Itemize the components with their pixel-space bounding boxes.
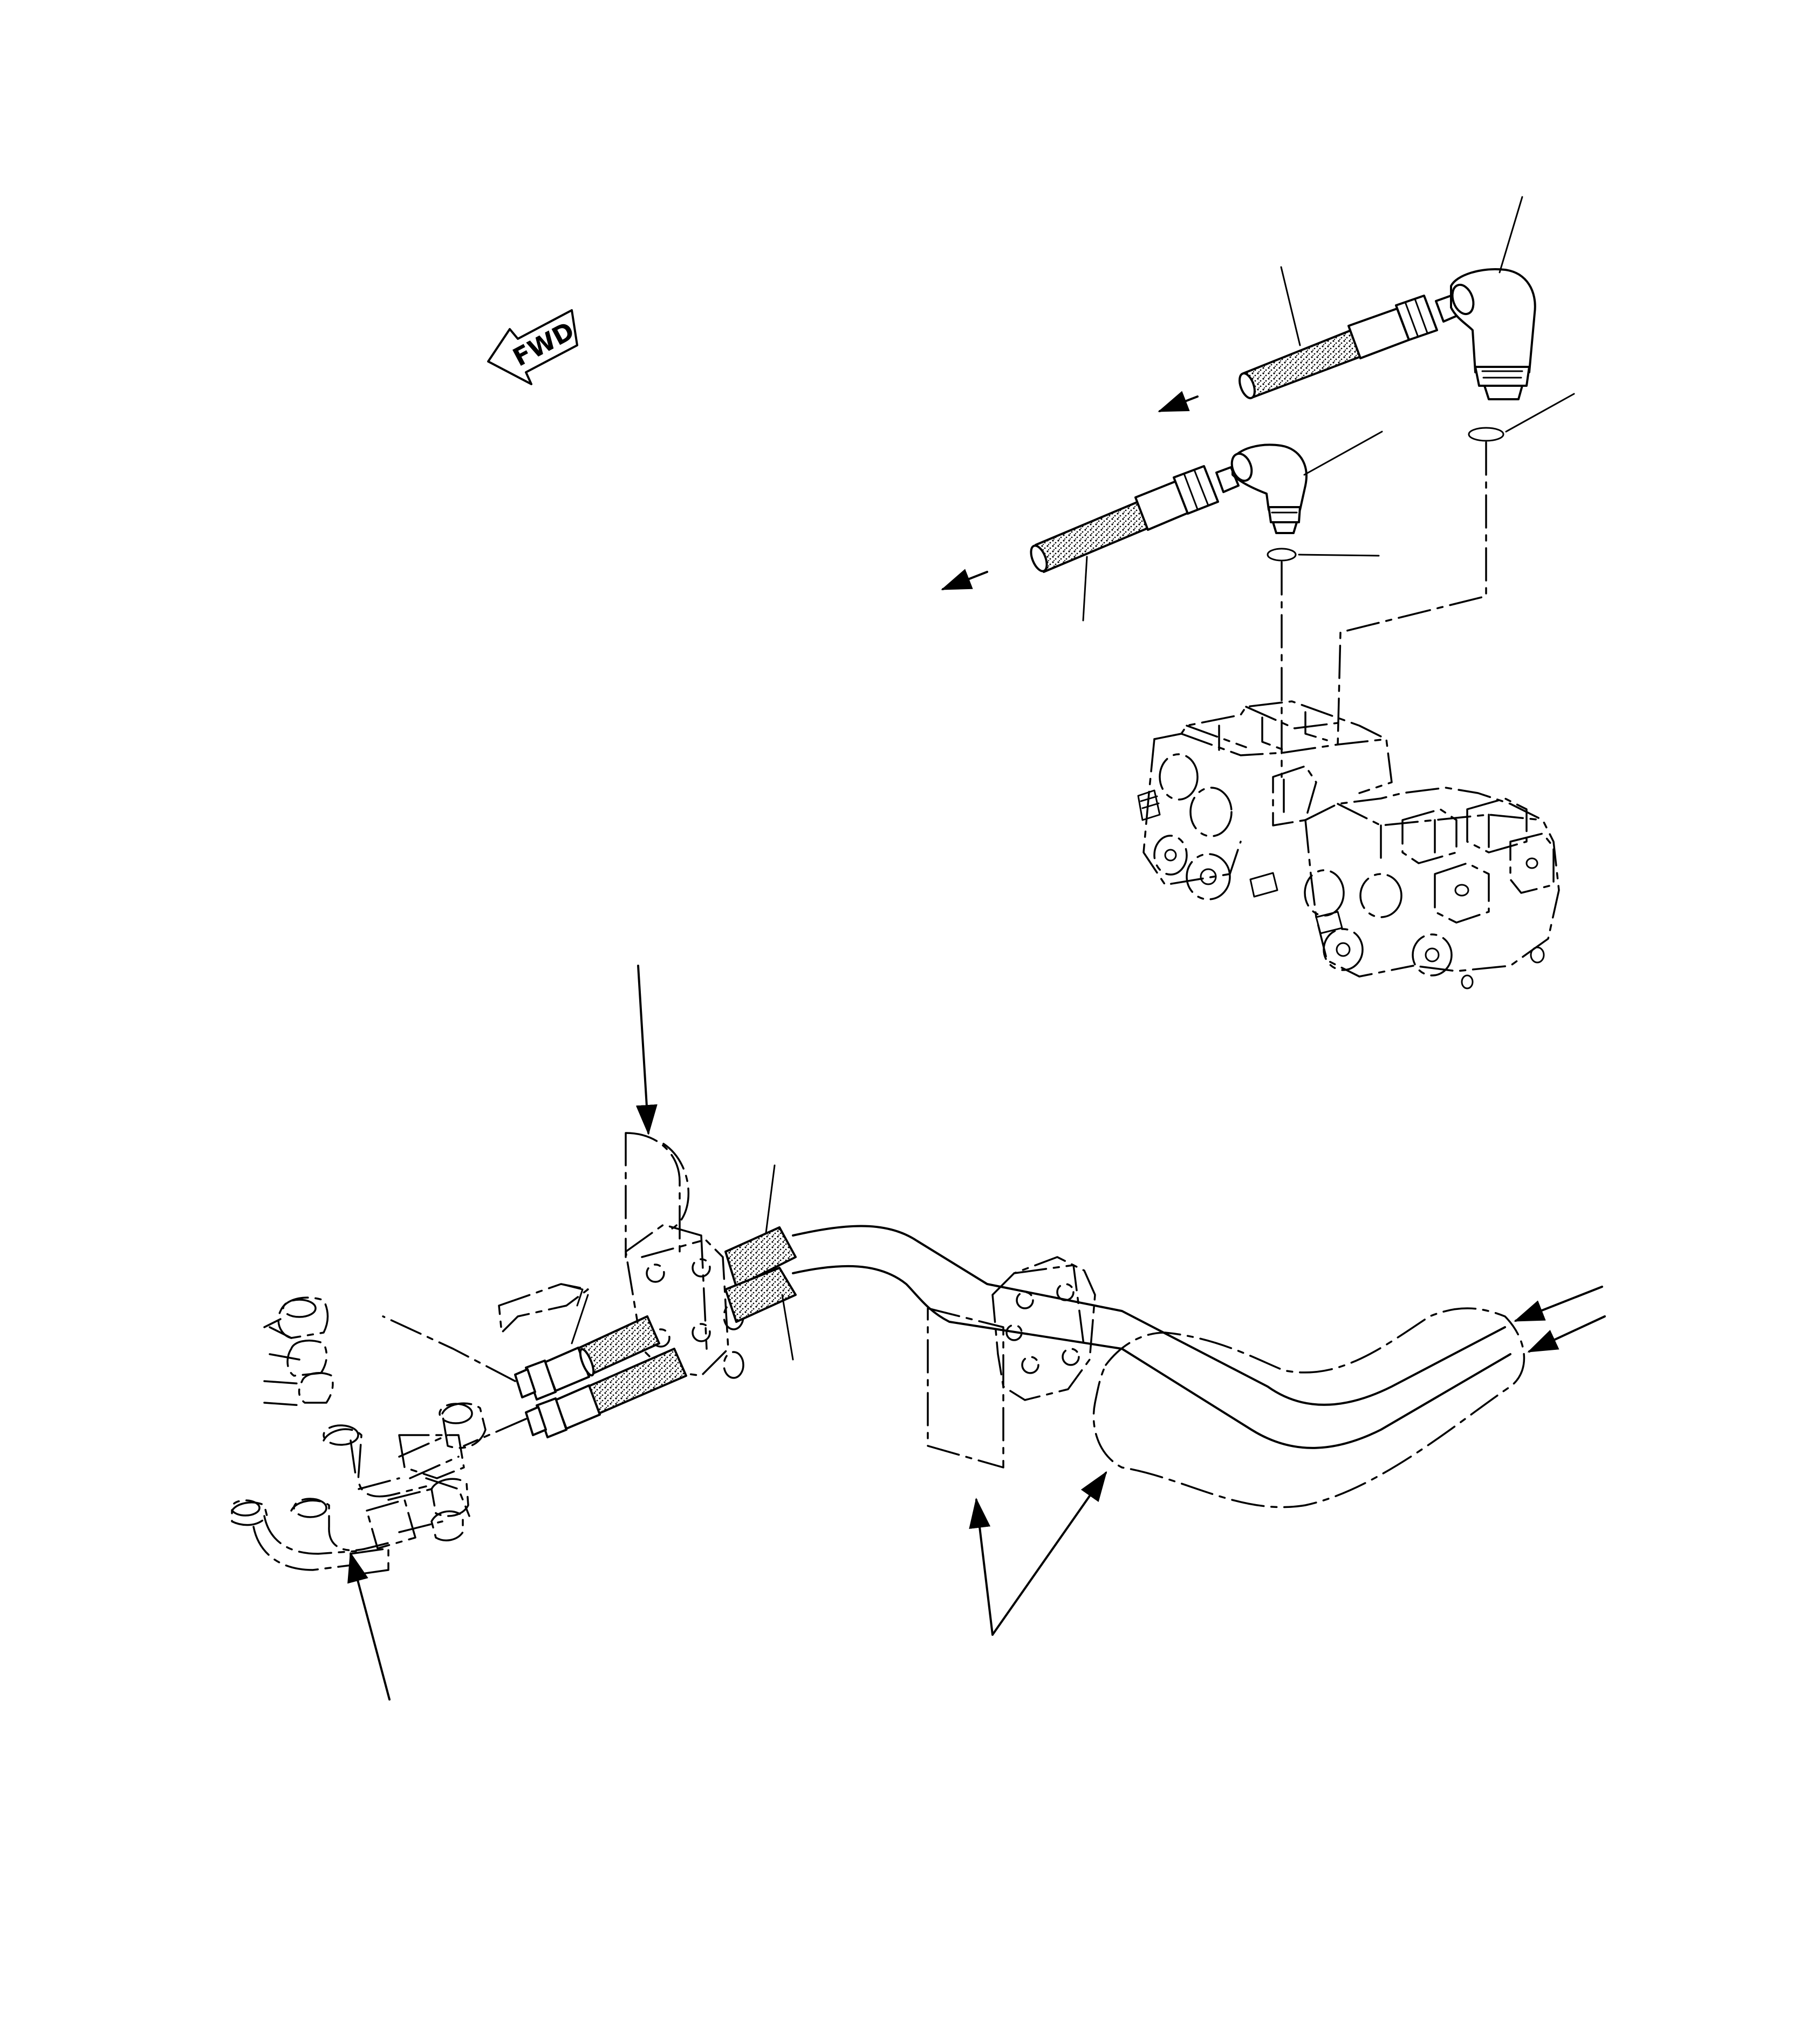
left-bulkhead-plate — [625, 1224, 729, 1377]
incoming-arrow-upper — [1514, 1286, 1603, 1322]
upper-o-ring-leader — [1505, 393, 1575, 433]
lower-hose-lower-line — [792, 1265, 1511, 1449]
link-line-lower — [463, 1418, 527, 1447]
middle-elbow-fitting — [1231, 443, 1308, 511]
incoming-arrow-lower — [1527, 1315, 1606, 1353]
upper-route-line — [1337, 441, 1487, 746]
middle-hose — [1035, 501, 1150, 573]
bulkhead-hose-lower-leader — [781, 1294, 794, 1361]
upper-hose-leader — [1280, 266, 1301, 346]
bulkhead-plate-arrow — [635, 965, 658, 1135]
tag-arrow — [969, 1498, 994, 1636]
left-bracket — [498, 1283, 589, 1334]
control-valve-phantom — [1137, 700, 1560, 989]
fittings-arrow — [347, 1552, 391, 1701]
lower-hose-run — [347, 965, 1606, 1701]
middle-elbow-leader — [1303, 431, 1383, 476]
middle-hose-direction-arrow — [941, 569, 988, 590]
middle-hose-leader — [1082, 556, 1088, 622]
fwd-direction-badge: FWD — [487, 309, 579, 385]
middle-hose-assembly — [941, 431, 1383, 778]
left-bulkhead-shield — [625, 1132, 689, 1258]
upper-elbow-leader — [1499, 196, 1523, 274]
link-line-upper — [382, 1315, 516, 1382]
bulkhead-hose-upper-leader — [765, 1164, 776, 1234]
middle-o-ring — [1267, 548, 1297, 562]
upper-o-ring — [1468, 427, 1504, 442]
protective-sleeve — [1092, 1307, 1525, 1508]
upper-hose — [1242, 329, 1363, 399]
identification-tag — [927, 1307, 1004, 1469]
pipe-fittings-group — [230, 1296, 487, 1576]
upper-hose-direction-arrow — [1158, 391, 1199, 412]
bulkhead-hose-lower — [724, 1267, 797, 1323]
bulkhead-hose-upper — [724, 1226, 797, 1288]
lower-hose-upper-line — [792, 1225, 1506, 1406]
right-bulkhead-plate — [991, 1256, 1096, 1401]
middle-o-ring-leader — [1298, 554, 1380, 557]
sleeve-arrow — [991, 1471, 1107, 1636]
upper-hose-assembly — [1158, 196, 1575, 746]
